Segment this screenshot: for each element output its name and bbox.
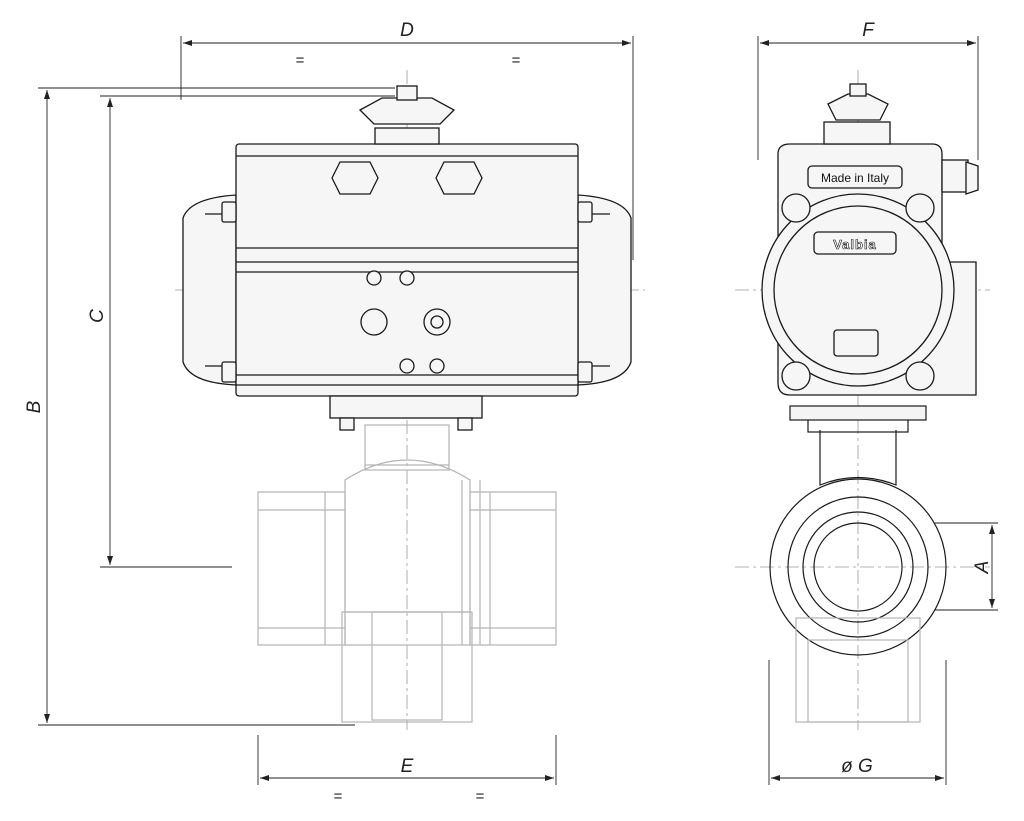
front-actuator bbox=[182, 85, 632, 431]
equal-mark-e-right: = bbox=[476, 788, 485, 805]
dimension-label-a: A bbox=[972, 561, 993, 575]
equal-mark-e-left: = bbox=[334, 788, 343, 805]
made-in-italy-label: Made in Italy bbox=[821, 171, 889, 185]
front-valve-body bbox=[257, 424, 557, 723]
dimension-label-f: F bbox=[862, 20, 875, 41]
dimension-label-d: D bbox=[400, 20, 414, 41]
valbia-logo: Valbia bbox=[833, 237, 877, 252]
dimension-labels: D F E ø G B C A = = = = bbox=[24, 20, 993, 805]
side-nameplates: Made in Italy Valbia bbox=[821, 171, 889, 252]
equal-mark-d-right: = bbox=[512, 52, 521, 69]
side-bottom-port bbox=[795, 617, 921, 723]
side-valve-body bbox=[769, 405, 947, 656]
dimension-label-e: E bbox=[401, 756, 414, 777]
equal-mark-d-left: = bbox=[296, 52, 305, 69]
dimension-label-g: ø G bbox=[841, 756, 873, 777]
dimension-label-c: C bbox=[87, 309, 108, 323]
dimension-label-b: B bbox=[24, 400, 45, 413]
side-actuator bbox=[761, 83, 979, 396]
dimension-lines bbox=[38, 36, 998, 785]
